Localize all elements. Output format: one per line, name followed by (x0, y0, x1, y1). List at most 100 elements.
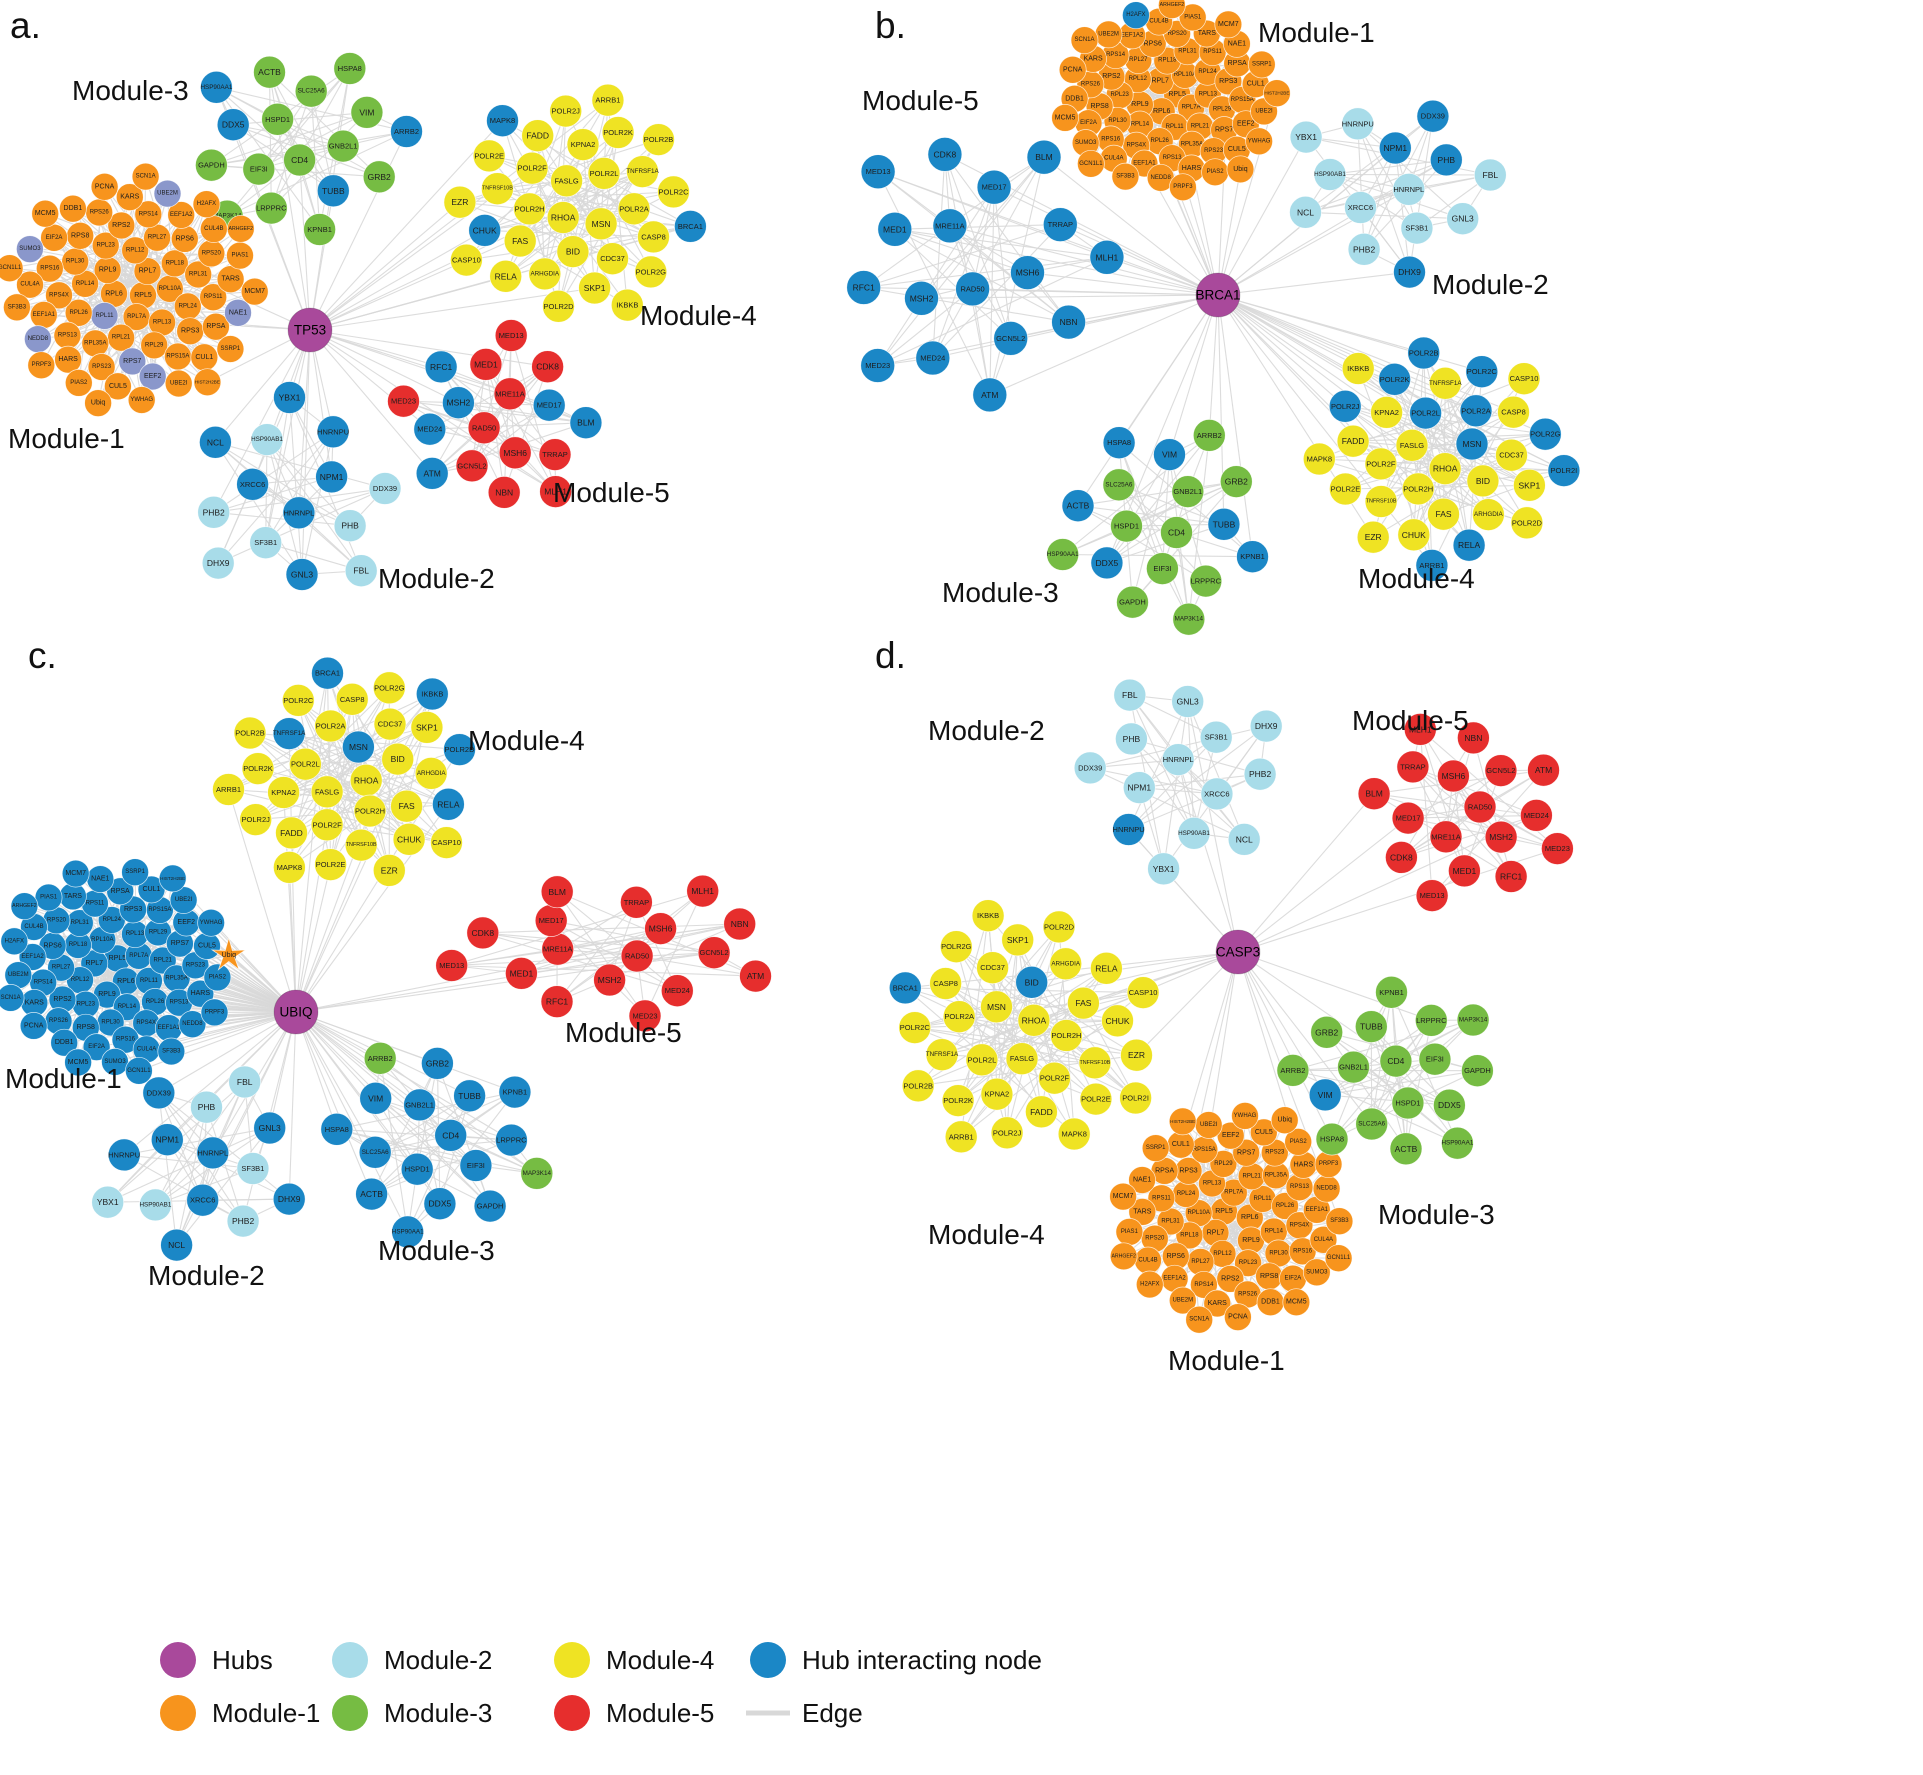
node-ARHGDIA (1472, 498, 1505, 531)
node-MED23 (860, 348, 896, 383)
node-TRRAP (1042, 207, 1078, 242)
edge (550, 920, 678, 992)
legend-swatch-module-2 (332, 1642, 368, 1678)
node-PIAS2 (203, 963, 232, 992)
edge (637, 955, 756, 977)
node-BID (1466, 464, 1500, 498)
node-MLH1 (1403, 713, 1437, 746)
node-XRCC6 (186, 1183, 220, 1217)
node-MED1 (469, 348, 503, 381)
node-ARRB2 (363, 1041, 397, 1075)
node-MED23 (628, 999, 662, 1033)
edge (960, 926, 1060, 1138)
node-TNFRSF10B (481, 172, 514, 206)
node-FADD (1025, 1095, 1058, 1129)
edge (932, 187, 995, 359)
node-YWHAG (1231, 1102, 1259, 1130)
node-GCN5L2 (697, 936, 731, 970)
node-HNRNPL (1392, 173, 1426, 206)
node-ARRB2 (1276, 1054, 1310, 1087)
edge (269, 71, 380, 178)
node-RPL21 (107, 323, 135, 352)
node-MSH6 (1010, 255, 1045, 290)
edge (877, 288, 973, 366)
node-NCL (1289, 195, 1322, 229)
edge (226, 68, 351, 217)
node-POLR2J (1328, 389, 1362, 423)
node-IKBKB (1341, 352, 1375, 385)
node-EZR (1356, 520, 1390, 554)
edge (309, 329, 442, 368)
node-GNB2L1 (1337, 1050, 1370, 1084)
edge (1305, 115, 1434, 213)
node-POLR2L (1409, 396, 1442, 430)
node-GNB2L1 (326, 129, 360, 163)
edge (429, 422, 586, 430)
node-POLR2D (542, 289, 575, 323)
edge (914, 1027, 1096, 1064)
edge (451, 890, 703, 967)
node-TARS (216, 265, 245, 294)
edge (107, 1127, 270, 1203)
node-RPL23 (91, 231, 120, 260)
node-GCN5L2 (455, 449, 489, 483)
node-NBN (1051, 304, 1086, 340)
edge (375, 1097, 477, 1166)
node-MCM7 (240, 277, 269, 306)
edge (877, 256, 1108, 366)
node-MED1 (877, 211, 913, 247)
edge (288, 1011, 297, 1200)
node-SKP1 (410, 711, 444, 744)
node-H2AFX (1135, 1270, 1164, 1299)
edge (1412, 766, 1537, 816)
edge (1043, 156, 1219, 296)
node-TRRAP (1396, 750, 1430, 784)
node-MRE11A (932, 208, 968, 244)
edge (1068, 294, 1219, 323)
node-HIST2H2BE (158, 864, 187, 893)
edge (1237, 817, 1409, 953)
node-MSH2 (904, 280, 939, 316)
edge (295, 1011, 409, 1233)
node-PCNA (1224, 1303, 1252, 1331)
edge (1217, 294, 1346, 407)
edge (1325, 1070, 1478, 1096)
node-H2AFX (1122, 1, 1150, 30)
node-POLR2A (617, 192, 651, 226)
node-UBE2I (164, 369, 193, 398)
node-HSP90AA1 (1441, 1126, 1474, 1160)
node-GNL3 (1171, 685, 1205, 718)
node-ATM (1527, 753, 1560, 787)
edge (176, 1127, 271, 1246)
edge (1237, 793, 1375, 953)
node-DDX5 (1090, 546, 1124, 580)
edge (336, 1128, 537, 1174)
edge (949, 225, 1219, 296)
edge (1187, 951, 1239, 1172)
node-GAPDH (195, 148, 228, 182)
node-RPS8 (66, 221, 95, 250)
module-label: Module-5 (862, 85, 979, 116)
node-RPL35A (81, 329, 110, 358)
module-label: Module-2 (148, 1260, 265, 1291)
node-RPL24 (173, 292, 202, 321)
node-EEF2 (138, 362, 167, 391)
panel-letter: b. (875, 5, 906, 46)
node-NBN (487, 476, 521, 509)
node-KPNB1 (1236, 540, 1269, 574)
node-SF3B3 (157, 1037, 186, 1066)
node-SCN1A (1185, 1305, 1214, 1334)
edge (1405, 1020, 1432, 1149)
node-YWHAG (1245, 127, 1273, 156)
node-ARHGDIA (414, 757, 448, 790)
node-HSPA8 (1315, 1122, 1349, 1156)
node-BLM (1357, 777, 1391, 811)
node-CASP8 (335, 682, 369, 716)
node-NBN (1457, 721, 1490, 755)
node-MED1 (1448, 854, 1481, 888)
node-MLH1 (686, 874, 720, 908)
edge (1237, 951, 1397, 1062)
edge (1325, 1094, 1450, 1106)
edge (1163, 701, 1189, 869)
edge (1168, 294, 1219, 455)
